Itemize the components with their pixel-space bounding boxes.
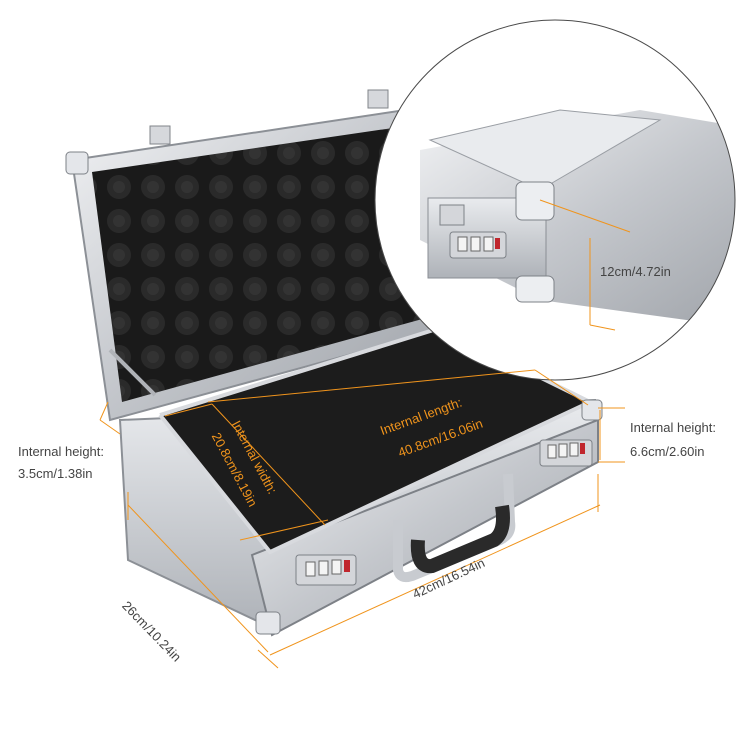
lid-foam-eggcrate	[92, 124, 426, 402]
internal-height-left-title: Internal height:	[18, 444, 105, 459]
lid-latch-left	[149, 125, 171, 145]
detail-zoom-circle	[374, 19, 736, 381]
base-foam	[160, 328, 590, 552]
lid-latch-right	[367, 89, 389, 109]
case-lid	[65, 89, 445, 422]
combination-lock-left	[295, 554, 357, 586]
internal-height-right-value: 6.6cm/2.60in	[630, 444, 705, 459]
dimension-lines	[99, 199, 631, 669]
internal-height-left-value: 3.5cm/1.38in	[18, 466, 93, 481]
case-base	[108, 325, 603, 637]
lid-support-arm	[108, 348, 157, 397]
internal-height-right-title: Internal height:	[630, 420, 717, 435]
detail-height-value: 12cm/4.72in	[600, 264, 671, 279]
combination-lock-right	[539, 439, 593, 467]
